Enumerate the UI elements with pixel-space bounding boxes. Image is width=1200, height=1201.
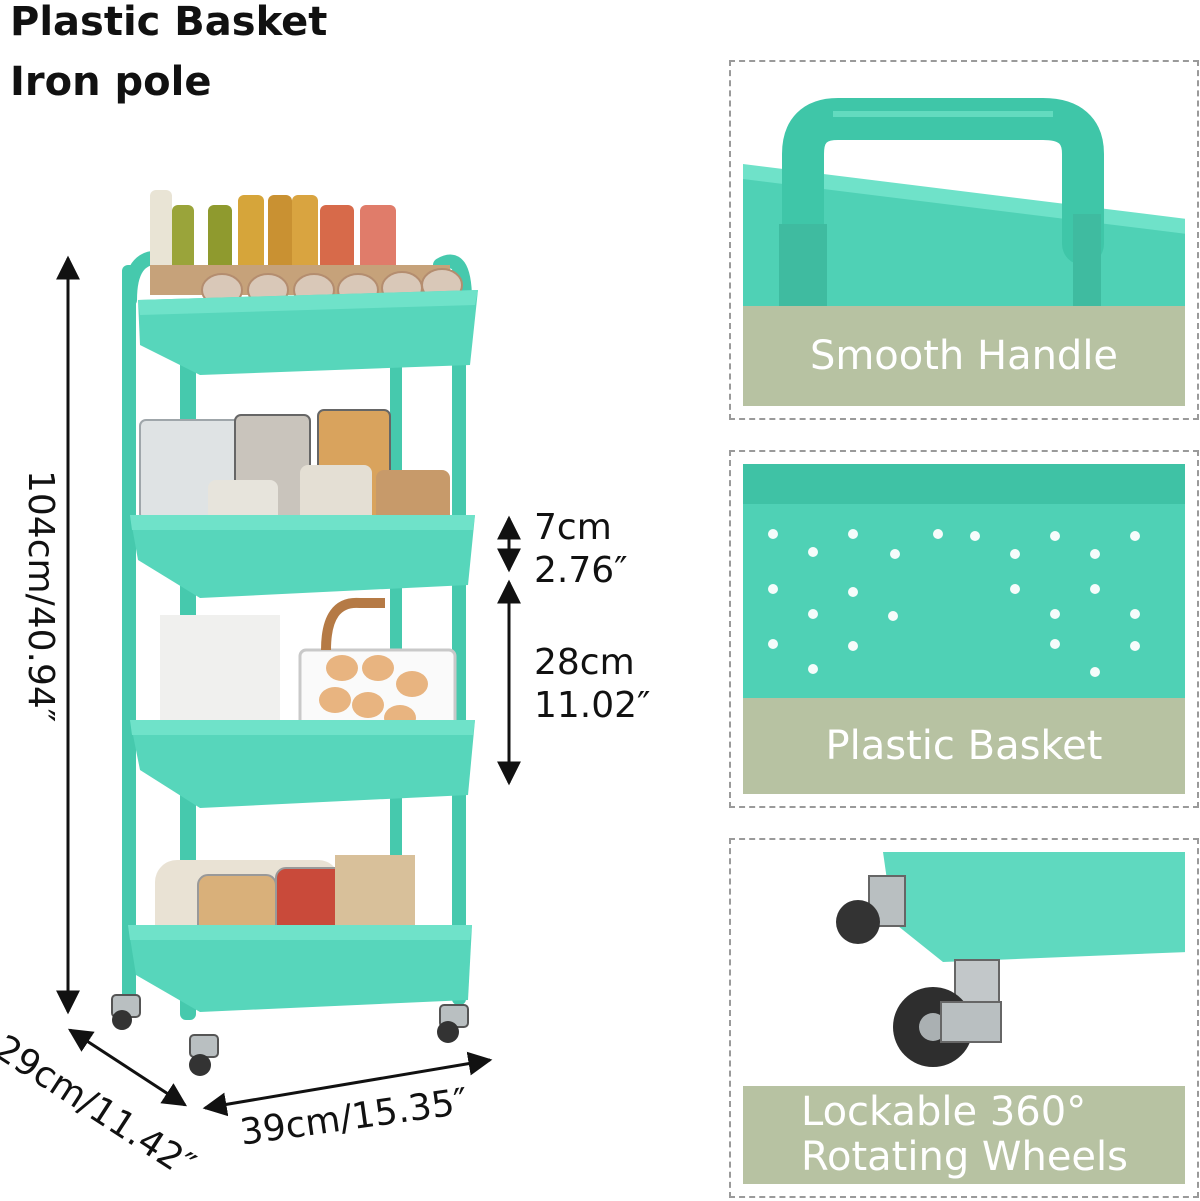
- basket-closeup-art: [743, 464, 1185, 700]
- wheels-closeup-art: [743, 852, 1185, 1088]
- handle-closeup-image: [743, 74, 1185, 306]
- gap-large-in: 11.02″: [534, 685, 651, 726]
- basket-closeup-image: [743, 464, 1185, 700]
- handle-caption: Smooth Handle: [743, 306, 1185, 406]
- cart-wheels: [111, 994, 469, 1076]
- height-text: 104cm/40.94″: [20, 470, 61, 723]
- feature-panel-basket: Plastic Basket: [729, 450, 1199, 808]
- gap-small-cm: 7cm: [534, 507, 612, 548]
- gap-small-in: 2.76″: [534, 550, 628, 591]
- cart-baskets: [128, 290, 478, 1012]
- feature-panel-handle: Smooth Handle: [729, 60, 1199, 420]
- tier-2-items: [139, 409, 450, 530]
- dimension-lines: [56, 255, 521, 1117]
- title-line-2: Iron pole: [10, 59, 212, 105]
- gap-large-cm: 28cm: [534, 642, 635, 683]
- wheels-closeup-image: [743, 852, 1185, 1088]
- feature-panel-wheels: Lockable 360° Rotating Wheels: [729, 838, 1199, 1198]
- wheels-caption-line-1: Lockable 360°: [801, 1089, 1087, 1136]
- tier-1-items: [150, 190, 463, 307]
- basket-caption: Plastic Basket: [743, 698, 1185, 794]
- wheels-caption-line-2: Rotating Wheels: [801, 1134, 1128, 1180]
- handle-closeup-art: [743, 74, 1185, 306]
- title-line-1: Plastic Basket: [10, 0, 328, 45]
- cart-illustration: [56, 190, 521, 1117]
- wheels-caption: Lockable 360° Rotating Wheels: [743, 1086, 1185, 1184]
